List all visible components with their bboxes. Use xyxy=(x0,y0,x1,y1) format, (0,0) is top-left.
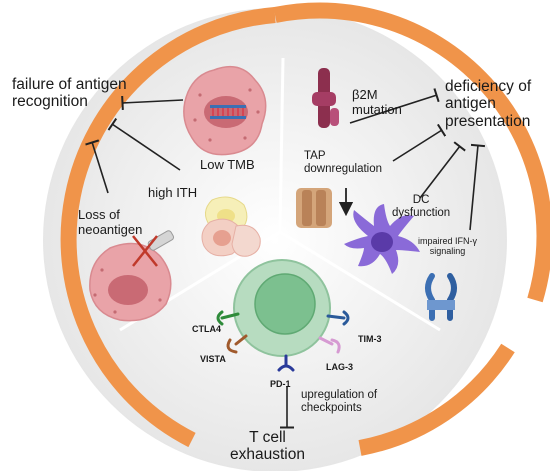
ring-top-right-arc xyxy=(273,2,550,303)
upregulation-of-checkpoints-label: upregulation of checkpoints xyxy=(301,389,378,414)
tap-downregulation-label: TAP downregulation xyxy=(304,150,383,175)
b2m-mutation-label: β2M mutation xyxy=(352,87,402,117)
impaired-ifn-signaling-label: impaired IFN-γ signaling xyxy=(418,236,478,257)
dna-icon xyxy=(210,105,246,119)
dendritic-cell-icon xyxy=(344,204,420,274)
lag3-label: LAG-3 xyxy=(326,362,353,372)
cell-cluster-icon xyxy=(201,196,261,257)
orange-ring xyxy=(60,2,550,456)
tap-transporter-icon xyxy=(296,188,332,228)
low-tmb-label: Low TMB xyxy=(200,157,255,172)
ifn-receptor-icon xyxy=(425,273,457,321)
high-ith-label: high ITH xyxy=(148,185,198,200)
loss-of-neoantigen-label: Loss of neoantigen xyxy=(78,207,143,237)
inhibition-lines-right xyxy=(349,88,486,231)
deficiency-antigen-presentation-label: deficiency of antigen presentation xyxy=(445,78,532,130)
dc-dysfunction-label: DC dysfunction xyxy=(392,194,451,219)
ring-bottom-right-arc xyxy=(358,343,515,456)
t-cell-icon xyxy=(233,259,331,357)
vista-label: VISTA xyxy=(200,354,226,364)
ring-left-arc xyxy=(60,7,276,448)
failure-antigen-recognition-label: failure of antigen recognition xyxy=(12,76,127,111)
pd1-label: PD-1 xyxy=(270,379,291,389)
ctla4-label: CTLA4 xyxy=(192,324,221,334)
t-cell-exhaustion-label: T cell exhaustion xyxy=(230,429,305,464)
tumor-cell-icon xyxy=(183,65,267,156)
tim3-label: TIM-3 xyxy=(358,334,382,344)
neoantigen-tumor-cell-icon xyxy=(89,230,175,322)
b2m-protein-icon xyxy=(312,68,339,128)
background-disc xyxy=(43,8,507,471)
inhibition-lines-left xyxy=(85,95,184,194)
checkpoint-receptor-icon xyxy=(216,310,350,372)
